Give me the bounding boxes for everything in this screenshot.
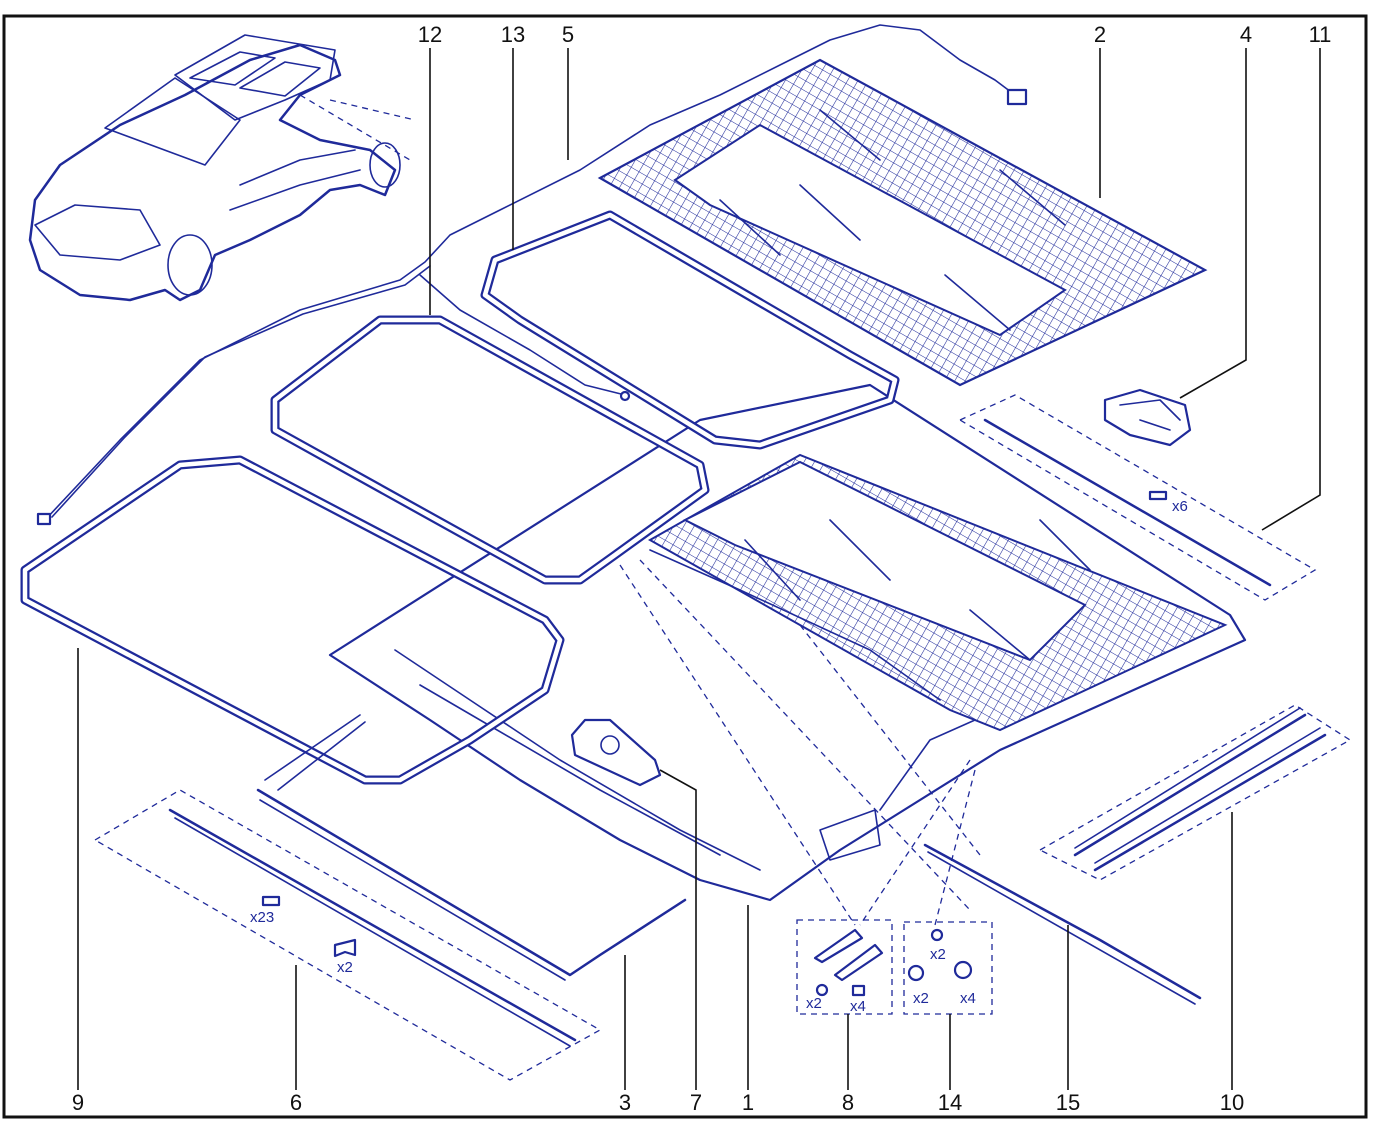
callout-8: 8 xyxy=(841,1090,855,1115)
qty-8-screws: x2 xyxy=(806,995,822,1012)
qty-8-nuts: x4 xyxy=(850,998,866,1015)
callout-14: 14 xyxy=(937,1090,963,1115)
part-15-trim-strip xyxy=(923,843,1202,1005)
drawing-border xyxy=(2,14,1368,1119)
qty-14-small-screws: x2 xyxy=(930,946,946,963)
callout-3: 3 xyxy=(618,1090,632,1115)
part-11-trim-strip xyxy=(958,394,1317,601)
callout-15: 15 xyxy=(1055,1090,1081,1115)
callout-11: 11 xyxy=(1308,22,1332,47)
qty-6-clips: x23 xyxy=(250,909,275,926)
leader-lines xyxy=(77,48,1321,1090)
part-10-rails xyxy=(1038,704,1352,881)
part-4-motor xyxy=(1103,388,1192,447)
callout-12: 12 xyxy=(417,22,443,47)
part-1-roof-frame xyxy=(328,383,1247,902)
callout-9: 9 xyxy=(71,1090,85,1115)
part-2-rear-glass-panel xyxy=(597,58,1208,387)
part-5-drain-harness xyxy=(36,24,1028,526)
part-14-fastener-kit xyxy=(903,921,993,1015)
vehicle-thumbnail xyxy=(28,34,416,302)
callout-10: 10 xyxy=(1219,1090,1245,1115)
part-3-deflector xyxy=(256,714,687,981)
callout-1: 1 xyxy=(741,1090,755,1115)
callout-6: 6 xyxy=(289,1090,303,1115)
qty-6-brackets: x2 xyxy=(337,959,353,976)
qty-11-clips: x6 xyxy=(1172,498,1188,515)
callout-7: 7 xyxy=(689,1090,703,1115)
callout-4: 4 xyxy=(1239,22,1253,47)
callout-5: 5 xyxy=(561,22,575,47)
part-9-seal xyxy=(20,455,565,785)
qty-14-bolts-a: x2 xyxy=(913,990,929,1007)
callout-2: 2 xyxy=(1093,22,1107,47)
part-7-bracket xyxy=(570,718,662,787)
part-8-hardware-kit xyxy=(796,919,893,1015)
callout-13: 13 xyxy=(500,22,526,47)
part-12-seal xyxy=(270,315,710,585)
part-6-trim-strip xyxy=(93,789,602,1081)
qty-14-bolts-b: x4 xyxy=(960,990,976,1007)
part-13-seal xyxy=(480,210,900,450)
